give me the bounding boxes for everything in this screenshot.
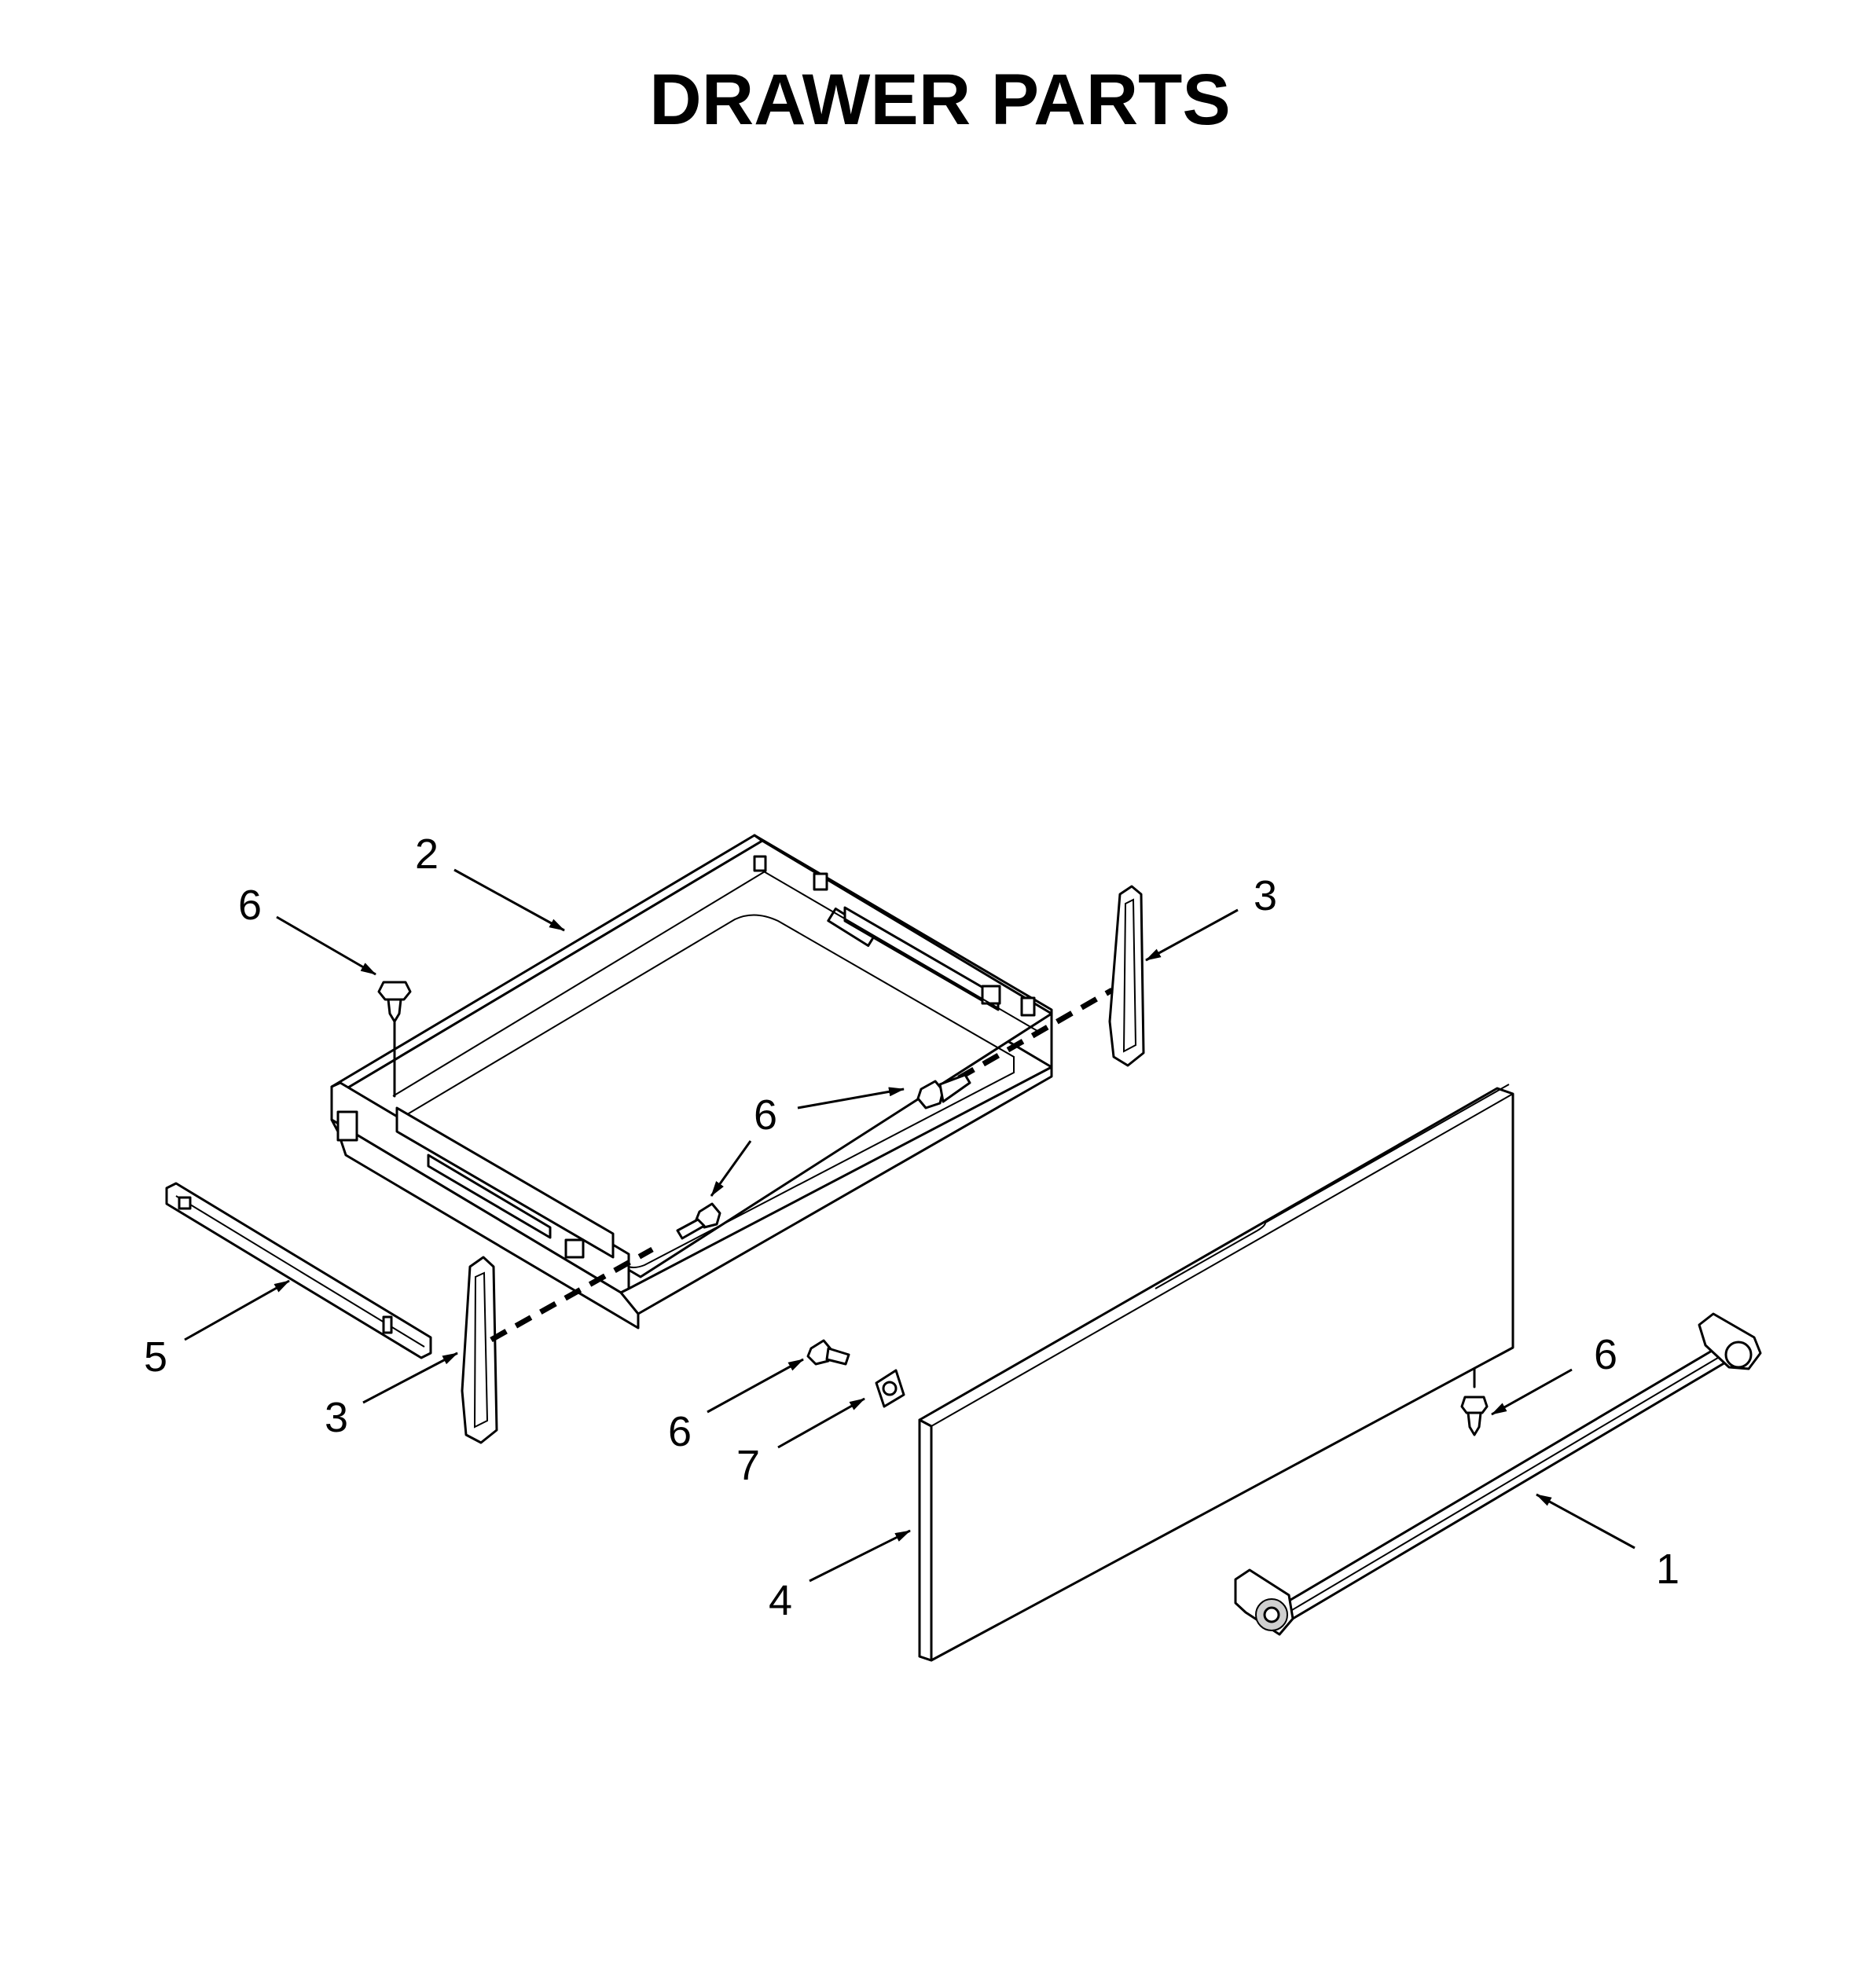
callout-2: 2 bbox=[415, 831, 439, 878]
callout-3b: 3 bbox=[325, 1394, 348, 1441]
leader-6b bbox=[797, 1087, 905, 1110]
leader-2 bbox=[453, 868, 565, 932]
callout-6d: 6 bbox=[668, 1408, 692, 1455]
screw-drawer-rear bbox=[916, 1073, 971, 1110]
slide-bracket-right bbox=[1108, 885, 1145, 1067]
leader-6c bbox=[710, 1140, 752, 1197]
screw-top bbox=[377, 981, 412, 1023]
leader-6e bbox=[1491, 1368, 1573, 1416]
drawer-box bbox=[330, 834, 1053, 1330]
leader-3a bbox=[1145, 908, 1239, 962]
callout-3a: 3 bbox=[1254, 872, 1277, 919]
leader-7 bbox=[777, 1397, 865, 1449]
alignment-line-left bbox=[490, 1246, 654, 1343]
drawer-slide-rail bbox=[165, 1182, 432, 1359]
retainer-clip bbox=[875, 1369, 905, 1408]
screw-drawer-front bbox=[676, 1202, 721, 1240]
leader-6d bbox=[707, 1358, 804, 1414]
page-title: DRAWER PARTS bbox=[649, 60, 1230, 140]
callout-6a: 6 bbox=[238, 882, 262, 929]
slide-bracket-left bbox=[461, 1256, 498, 1444]
leader-5 bbox=[184, 1279, 290, 1341]
callout-6e: 6 bbox=[1594, 1331, 1617, 1378]
callout-5: 5 bbox=[144, 1333, 167, 1381]
callout-1: 1 bbox=[1656, 1546, 1680, 1593]
drawer-front-panel bbox=[918, 1084, 1514, 1662]
leader-3b bbox=[362, 1352, 458, 1404]
callout-4: 4 bbox=[769, 1577, 792, 1624]
alignment-line-right bbox=[957, 987, 1114, 1081]
drawer-handle bbox=[1234, 1312, 1762, 1636]
leader-1 bbox=[1536, 1493, 1636, 1550]
callout-6b: 6 bbox=[754, 1091, 777, 1139]
screw-panel bbox=[806, 1339, 850, 1366]
leader-4 bbox=[809, 1529, 911, 1583]
callout-7: 7 bbox=[736, 1442, 760, 1489]
screw-handle bbox=[1460, 1396, 1489, 1436]
leader-6a bbox=[276, 915, 376, 976]
